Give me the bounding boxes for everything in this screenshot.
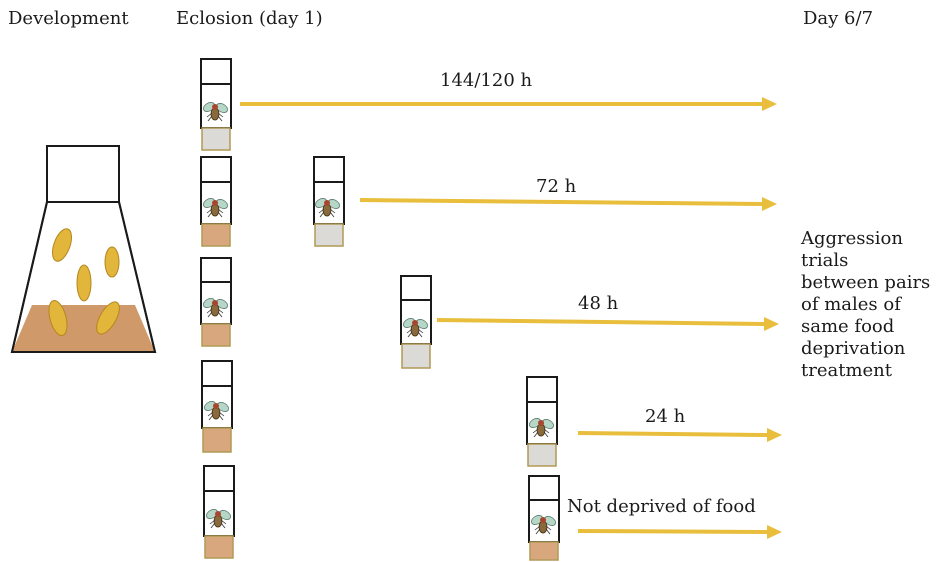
header-day: Day 6/7 bbox=[803, 8, 874, 29]
header-development: Development bbox=[8, 8, 129, 29]
label-72h: 72 h bbox=[536, 176, 577, 197]
label-24h: 24 h bbox=[645, 406, 686, 427]
arrow-144h bbox=[240, 97, 777, 111]
vial-24h bbox=[526, 376, 558, 467]
vial-72h bbox=[313, 156, 345, 247]
vial-eclosion-4 bbox=[201, 360, 233, 453]
larva-icon bbox=[51, 228, 73, 262]
label-144h: 144/120 h bbox=[440, 70, 533, 91]
larva-icon bbox=[76, 264, 92, 302]
vial-eclosion-1 bbox=[200, 58, 232, 151]
arrow-48h bbox=[436, 317, 779, 331]
outcome-line: treatment bbox=[801, 360, 893, 381]
larva-icon bbox=[48, 299, 68, 337]
outcome-text: Aggression trials between pairs of males… bbox=[801, 228, 930, 382]
arrow-not-deprived bbox=[577, 525, 782, 539]
label-not-deprived: Not deprived of food bbox=[567, 496, 756, 517]
outcome-line: trials bbox=[801, 250, 849, 271]
larva-icon bbox=[104, 246, 120, 278]
header-eclosion: Eclosion (day 1) bbox=[176, 8, 323, 29]
outcome-line: of males of bbox=[801, 294, 901, 315]
vial-eclosion-2 bbox=[200, 156, 232, 247]
label-48h: 48 h bbox=[578, 293, 619, 314]
outcome-line: deprivation bbox=[801, 338, 906, 359]
larva-icon bbox=[96, 301, 120, 335]
arrow-72h bbox=[359, 197, 777, 211]
vial-eclosion-3 bbox=[200, 257, 232, 347]
vial-not-deprived bbox=[528, 475, 560, 561]
vial-eclosion-5 bbox=[203, 465, 235, 559]
culture-flask bbox=[10, 145, 157, 353]
outcome-line: same food bbox=[801, 316, 895, 337]
outcome-line: between pairs bbox=[801, 272, 931, 293]
vial-48h bbox=[400, 275, 432, 369]
arrow-24h bbox=[577, 428, 782, 442]
outcome-line: Aggression bbox=[801, 228, 903, 249]
